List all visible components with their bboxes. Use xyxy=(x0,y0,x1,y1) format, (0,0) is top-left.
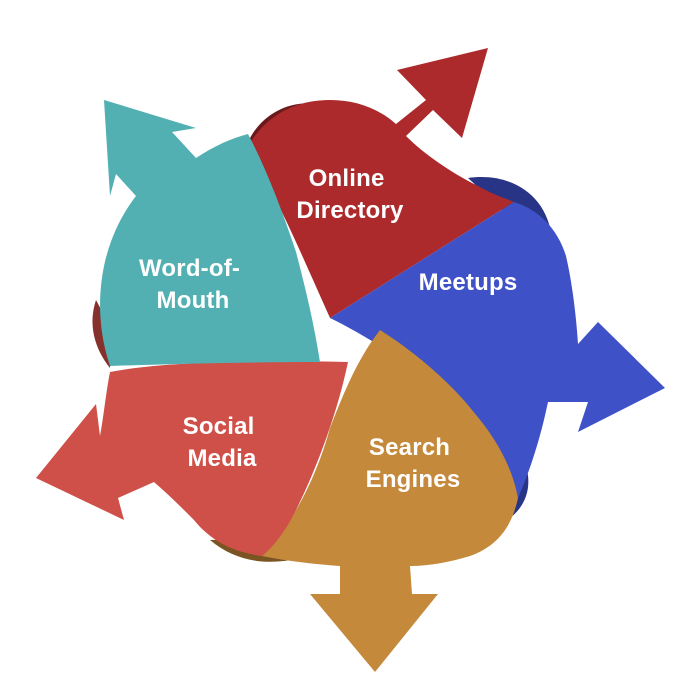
word-of-mouth-label: Word-of- Mouth xyxy=(139,255,247,314)
meetups-segment xyxy=(330,202,665,498)
online-directory-segment xyxy=(245,48,514,318)
online-directory-label-line-1: Online xyxy=(309,165,385,192)
word-of-mouth-label-line-2: Mouth xyxy=(157,287,230,314)
social-media-label: Social Media xyxy=(183,413,262,472)
social-media-label-line-1: Social xyxy=(183,413,255,440)
online-directory-label-line-2: Directory xyxy=(296,197,404,224)
online-directory-label: Online Directory xyxy=(296,165,404,224)
meetups-label-line-1: Meetups xyxy=(419,269,518,296)
search-engines-label-line-1: Search xyxy=(369,434,450,461)
search-engines-label: Search Engines xyxy=(366,434,461,493)
meetups-label: Meetups xyxy=(419,269,518,296)
word-of-mouth-segment xyxy=(100,100,321,366)
social-media-segment xyxy=(36,361,348,556)
social-media-label-line-2: Media xyxy=(187,445,256,472)
search-engines-segment xyxy=(262,330,518,672)
search-engines-label-line-2: Engines xyxy=(366,466,461,493)
word-of-mouth-label-line-1: Word-of- xyxy=(139,255,240,282)
